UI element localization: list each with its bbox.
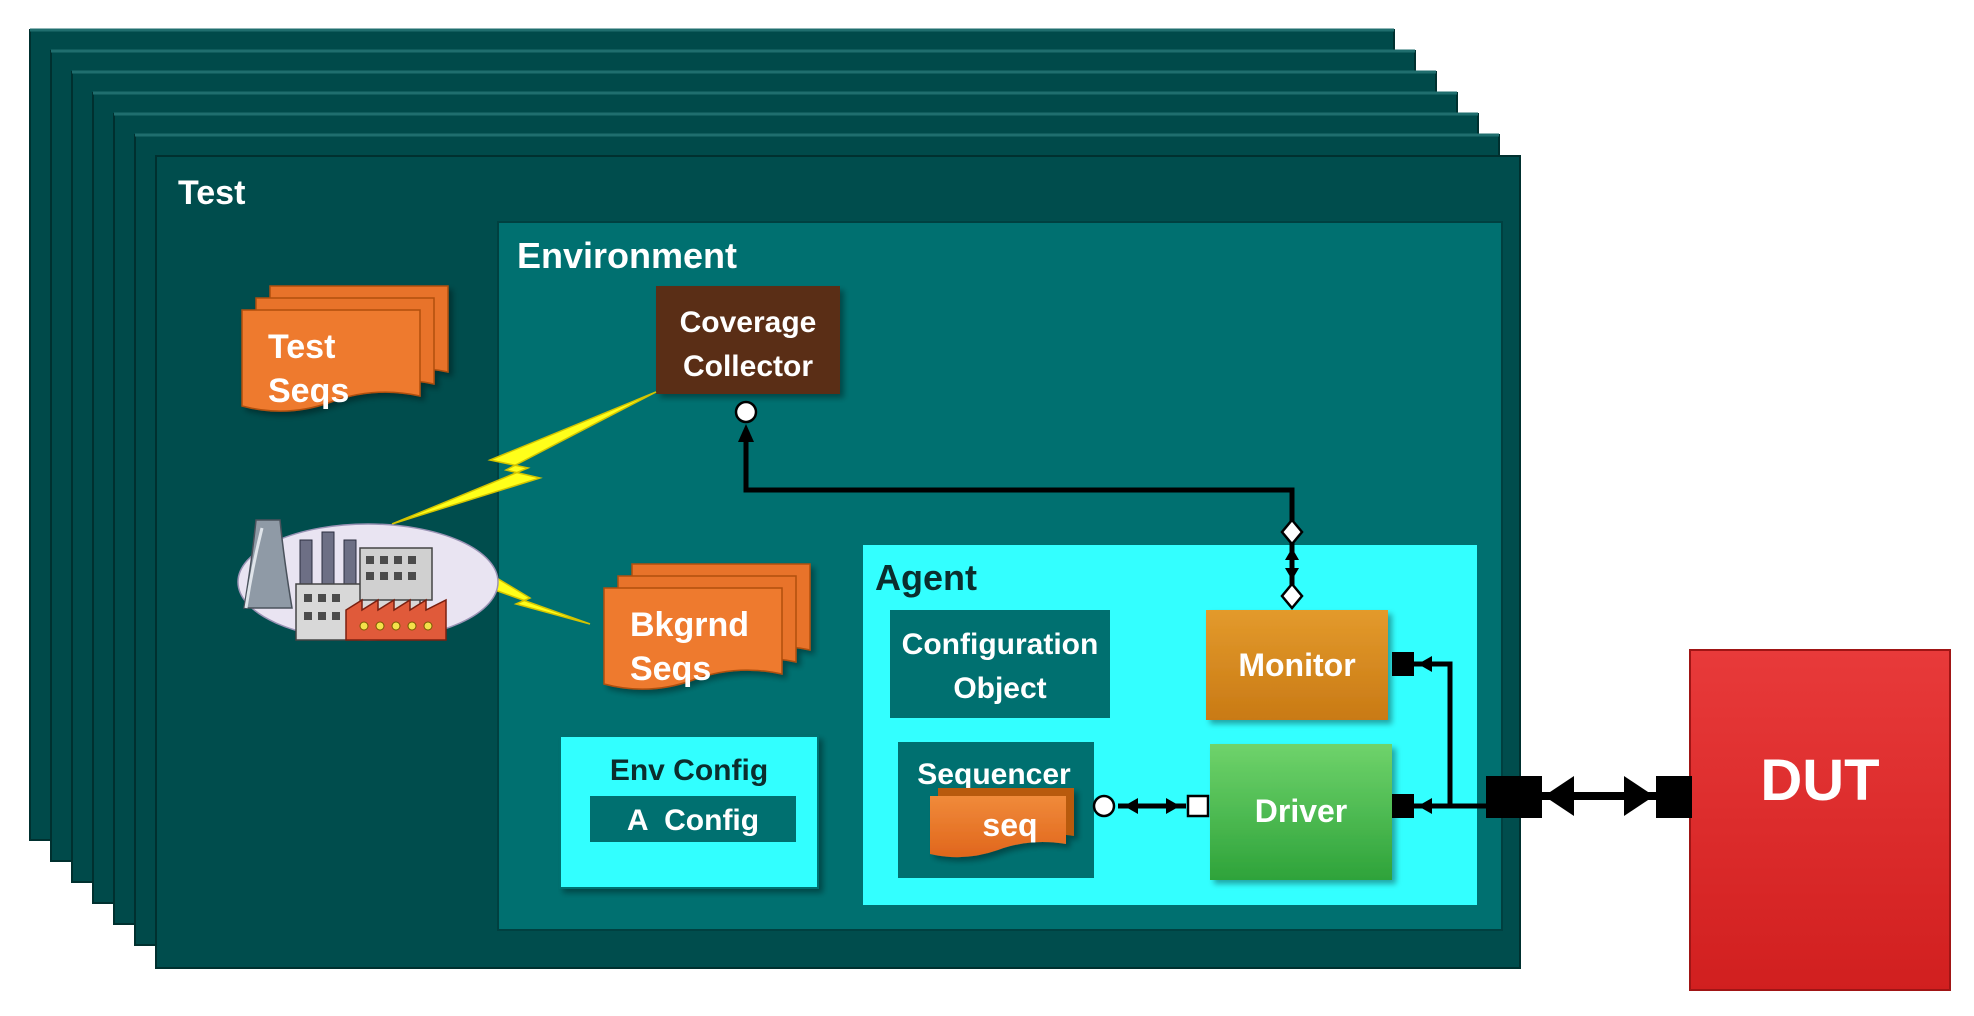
connection-endpoints [734,400,1692,818]
dut-box [1689,649,1951,991]
bkgrnd-seqs-line2: Seqs [630,650,711,688]
env-config-label: Env Config [610,754,768,787]
coverage-collector-line1: Coverage [680,306,817,339]
monitor-box [1206,610,1388,720]
dut-label: DUT [1760,748,1879,813]
seq-label: seq [982,807,1037,843]
configuration-object-line2: Object [953,672,1046,705]
test-seqs-stack [241,285,449,412]
configuration-object-line1: Configuration [902,628,1099,661]
configuration-object-box [890,610,1110,718]
agent-label: Agent [875,557,977,598]
bkgrnd-seqs-line1: Bkgrnd [630,606,749,644]
coverage-collector-box [656,286,840,394]
test-seqs-line1: Test [268,328,335,366]
monitor-label: Monitor [1238,647,1355,683]
factory-icon [237,519,499,641]
bkgrnd-seqs-stack [603,563,811,690]
environment-label: Environment [517,235,737,276]
sequencer-label: Sequencer [917,758,1071,791]
test-seqs-line2: Seqs [268,372,349,410]
seq-document [930,788,1074,858]
driver-label: Driver [1255,793,1348,829]
a-config-label: A Config [627,804,759,837]
driver-box [1210,744,1392,880]
test-label: Test [178,174,245,212]
coverage-collector-line2: Collector [683,350,813,383]
a-config-box [590,796,796,842]
